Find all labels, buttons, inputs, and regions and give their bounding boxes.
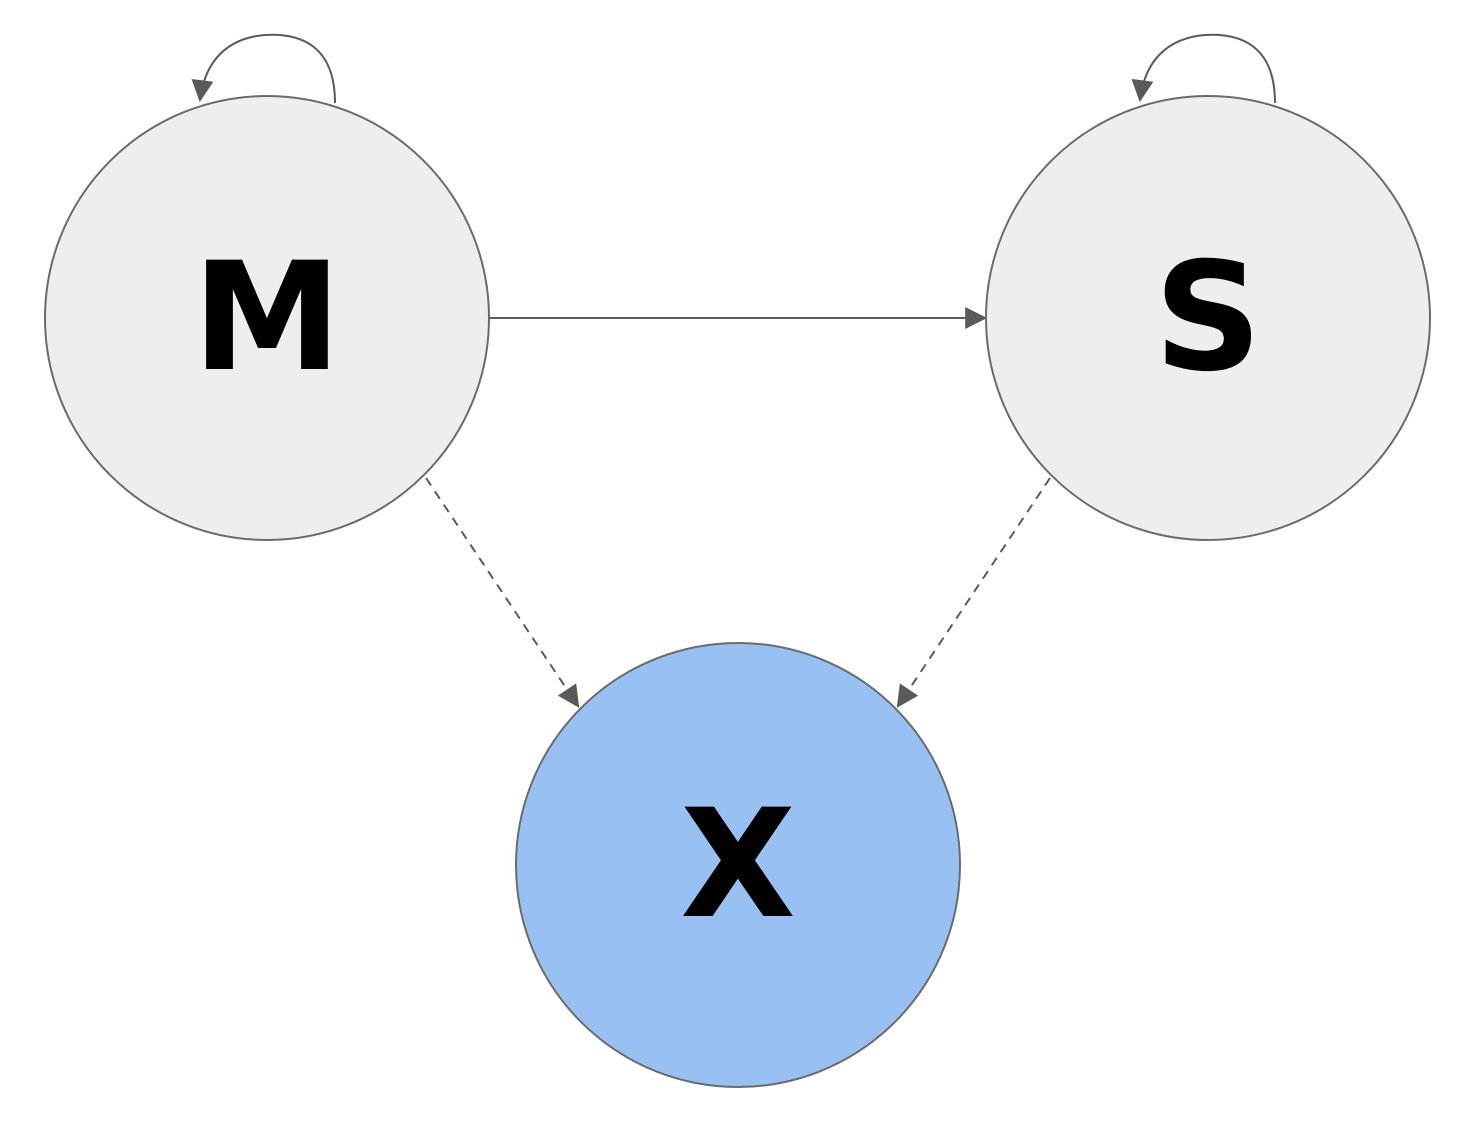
node-x: X [515, 642, 961, 1088]
node-m-circle [44, 95, 490, 541]
node-x-label: X [680, 778, 796, 952]
edge-s-self-loop [1131, 33, 1276, 104]
edge-m-to-x [425, 477, 580, 708]
node-s: S [985, 95, 1431, 541]
node-s-circle [985, 95, 1431, 541]
node-s-label: S [1154, 231, 1262, 405]
node-m: M [44, 95, 490, 541]
edge-s-to-x [896, 477, 1051, 708]
node-x-circle [515, 642, 961, 1088]
node-m-label: M [192, 231, 341, 405]
edge-m-self-loop [191, 33, 336, 104]
